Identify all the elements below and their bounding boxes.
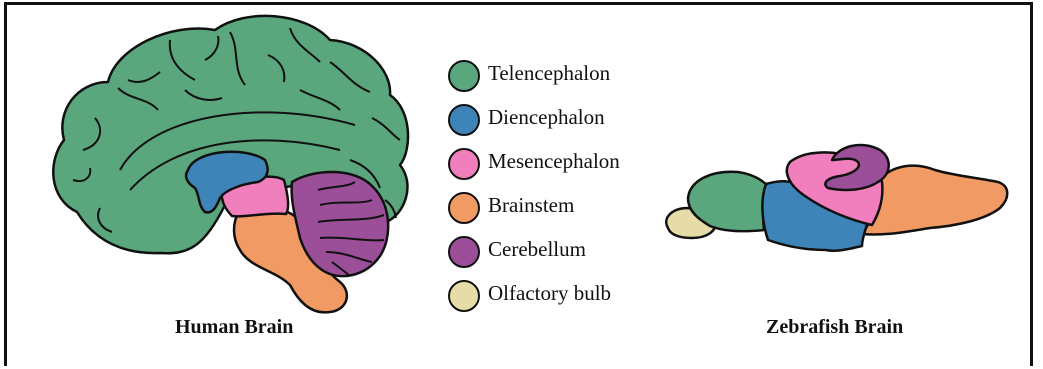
legend-label-mesencephalon: Mesencephalon: [488, 149, 620, 174]
legend-label-cerebellum: Cerebellum: [488, 237, 586, 262]
legend-label-telencephalon: Telencephalon: [488, 61, 610, 86]
brainstem-swatch-icon: [448, 192, 480, 224]
telencephalon-swatch-icon: [448, 60, 480, 92]
legend-label-diencephalon: Diencephalon: [488, 105, 605, 130]
olfactory-bulb-swatch-icon: [448, 280, 480, 312]
human-brain: [53, 16, 408, 313]
diencephalon-swatch-icon: [448, 104, 480, 136]
zebrafish-brain: [666, 145, 1007, 251]
zebrafish-brain-caption: Zebrafish Brain: [766, 316, 903, 339]
legend-label-brainstem: Brainstem: [488, 193, 574, 218]
cerebellum-swatch-icon: [448, 236, 480, 268]
human-brain-caption: Human Brain: [175, 316, 293, 339]
mesencephalon-swatch-icon: [448, 148, 480, 180]
legend-label-olfactory-bulb: Olfactory bulb: [488, 281, 611, 306]
